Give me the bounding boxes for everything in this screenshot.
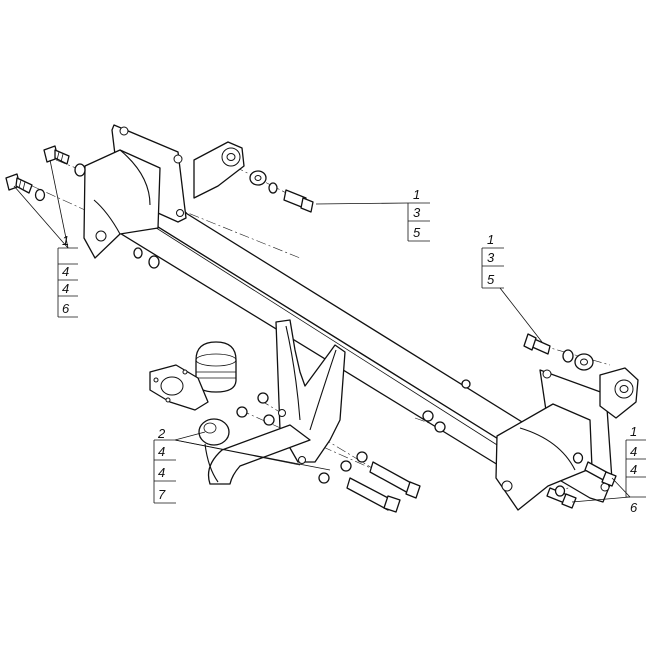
callout-upper-right-bolt-item-3: 5 (413, 225, 421, 240)
callout-middle-right-bolt-item-2: 3 (487, 250, 495, 265)
callout-upper-right-bolt-item-1: 1 (413, 187, 420, 202)
bolt-upper-right (283, 189, 314, 213)
ball-cap (195, 341, 237, 393)
callout-ball-mount-item-1: 2 (157, 426, 166, 441)
callout-right-bracket-bolts-item-4: 6 (630, 500, 638, 515)
bolt-left-upper (43, 145, 70, 165)
callout-left-bolts-item-4: 6 (62, 301, 70, 316)
callout-middle-right-bolt-item-1: 1 (487, 232, 494, 247)
callout-right-bracket-bolts-item-1: 1 (630, 424, 637, 439)
bolt-center-long-upper (369, 461, 421, 499)
bolt-right-bracket-upper (584, 461, 617, 487)
callout-left-bolts-item-1: 1 (62, 233, 69, 248)
callout-left-bolts-item-3: 4 (62, 281, 69, 296)
callout-left-bolts-item-2: 4 (62, 264, 69, 279)
socket-plate (149, 364, 209, 411)
callout-right-bracket-bolts: 1 4 4 6 (625, 424, 646, 515)
leader-lines (13, 159, 631, 503)
callout-upper-right-bolt: 1 3 5 (407, 187, 430, 242)
callout-ball-mount-item-4: 7 (158, 487, 166, 502)
left-mounting-bracket (83, 124, 187, 259)
ball-mount (198, 418, 311, 485)
bolt-center-long-lower (346, 477, 401, 513)
bolt-middle-right (523, 333, 551, 355)
bolt-left-lower (5, 173, 33, 194)
callout-right-bracket-bolts-item-3: 4 (630, 462, 637, 477)
callout-left-bolts: 1 4 4 6 (57, 233, 78, 318)
right-ear-plate (599, 367, 639, 419)
washers-nuts (34, 163, 594, 497)
left-ear-plate (193, 141, 245, 199)
callout-ball-mount: 2 4 4 7 (153, 426, 176, 504)
callout-middle-right-bolt-item-3: 5 (487, 272, 495, 287)
center-bracket (275, 319, 346, 464)
callout-upper-right-bolt-item-2: 3 (413, 205, 421, 220)
callout-middle-right-bolt: 1 3 5 (481, 232, 504, 289)
callout-ball-mount-item-3: 4 (158, 465, 165, 480)
callout-ball-mount-item-2: 4 (158, 444, 165, 459)
callout-right-bracket-bolts-item-2: 4 (630, 444, 637, 459)
